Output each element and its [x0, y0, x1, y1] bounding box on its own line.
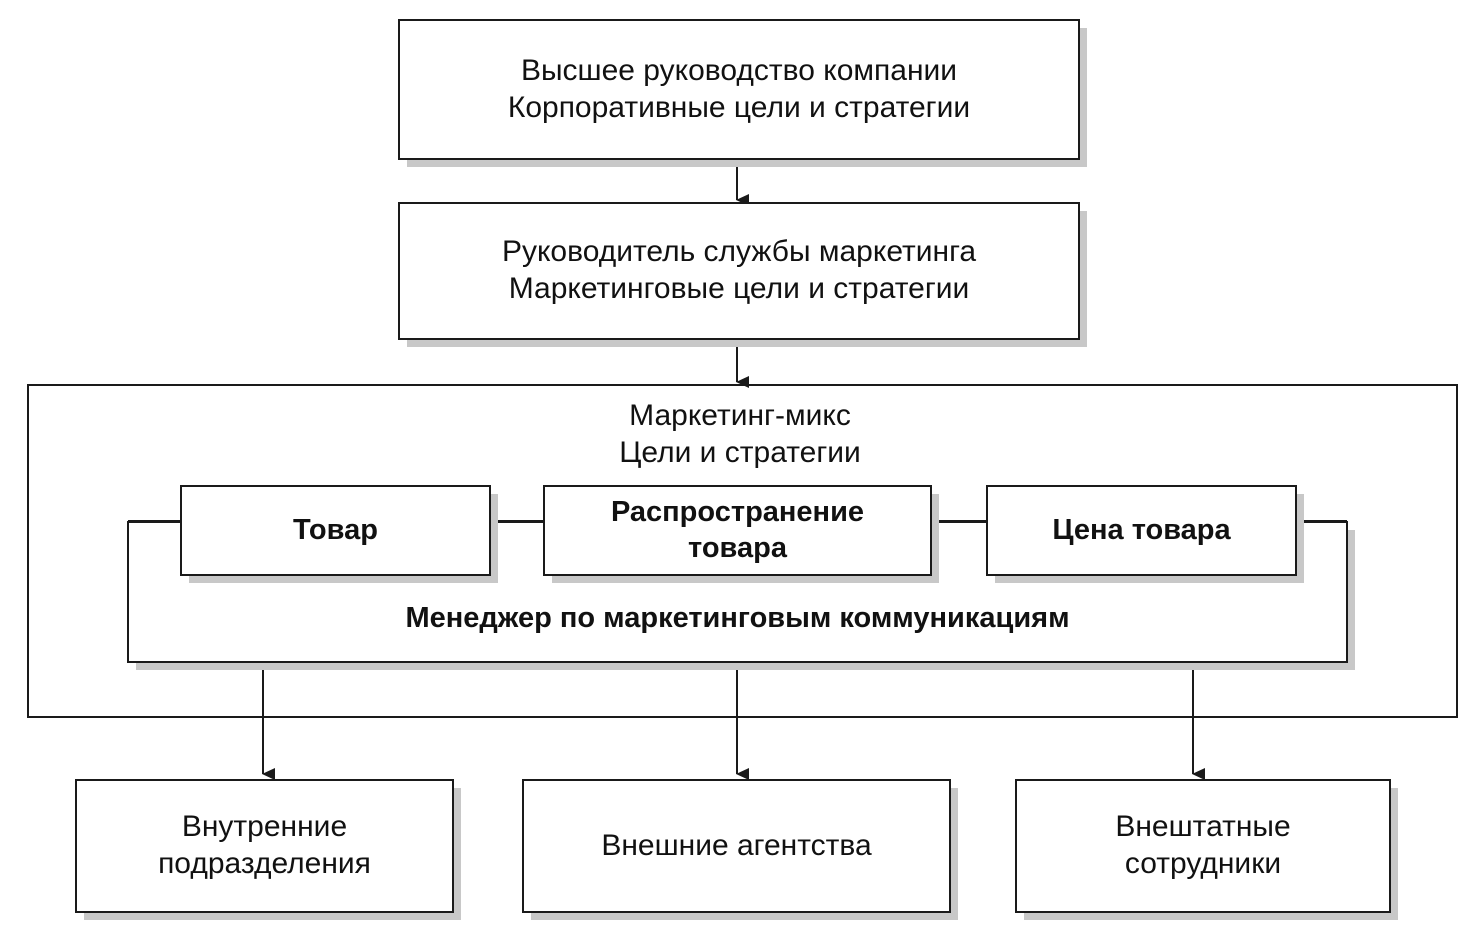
mix-item-price: Цена товара — [986, 485, 1297, 576]
freelance-staff-line1: Внештатные — [1115, 810, 1291, 844]
internal-departments-line2: подразделения — [158, 847, 371, 880]
price-label: Цена товара — [1052, 513, 1231, 546]
comm-manager-label-wrap: Менеджер по маркетинговым коммуникациям — [127, 601, 1348, 636]
mix-item-product: Товар — [180, 485, 491, 576]
marketing-mix-heading: Маркетинг-микс Цели и стратегии — [440, 398, 1040, 471]
product-label: Товар — [293, 513, 378, 546]
top-management-box: Высшее руководство компании Корпоративны… — [398, 19, 1080, 160]
marketing-mix-subtitle: Цели и стратегии — [619, 435, 861, 469]
marketing-head-box: Руководитель службы маркетинга Маркетинг… — [398, 202, 1080, 340]
marketing-mix-title: Маркетинг-микс — [629, 399, 851, 432]
marketing-head-title: Руководитель службы маркетинга — [501, 235, 977, 269]
marketing-mix-group — [27, 384, 1458, 718]
comm-manager-label: Менеджер по маркетинговым коммуникациям — [405, 602, 1070, 634]
marketing-goals-label: Маркетинговые цели и стратегии — [508, 272, 970, 305]
internal-departments-box: Внутренние подразделения — [75, 779, 454, 913]
distribution-label-line1: Распространение — [610, 496, 865, 529]
external-agencies-label: Внешние агентства — [601, 828, 872, 862]
freelance-staff-line2: сотрудники — [1124, 847, 1282, 880]
internal-departments-line1: Внутренние — [181, 810, 348, 844]
distribution-label-line2: товара — [688, 531, 787, 564]
corporate-goals-label: Корпоративные цели и стратегии — [507, 90, 971, 124]
top-management-title: Высшее руководство компании — [520, 53, 958, 87]
mix-item-distribution: Распространение товара — [543, 485, 932, 576]
external-agencies-box: Внешние агентства — [522, 779, 951, 913]
freelance-staff-box: Внештатные сотрудники — [1015, 779, 1391, 913]
